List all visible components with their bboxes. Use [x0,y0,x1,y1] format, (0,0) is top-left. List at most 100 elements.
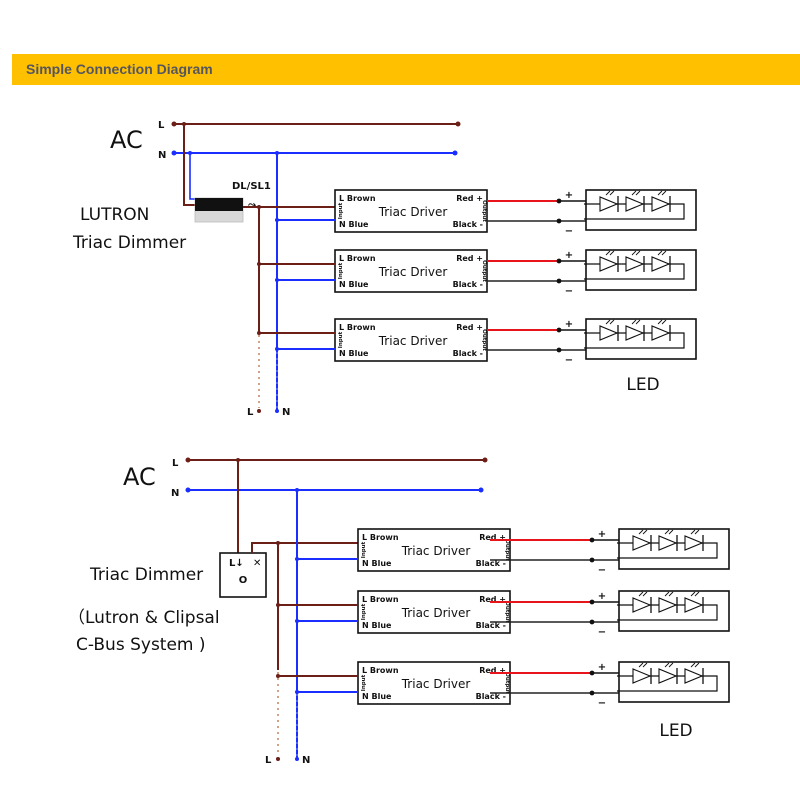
led-light-arrow [657,190,663,196]
junction-dot [295,557,299,561]
ac-neutral-label: N [158,150,166,161]
led-light-arrow [631,319,637,325]
driver-title: Triac Driver [378,265,448,279]
led-light-arrow [690,591,696,597]
junction-dot [276,541,280,545]
led-diode-icon [658,668,678,684]
live-terminal-dot [185,457,191,463]
junction-dot [556,258,562,264]
junction-dot [556,327,562,333]
driver-title: Triac Driver [401,544,471,558]
driver-input-live-label: L Brown [339,254,376,263]
led-label: LED [626,375,659,395]
led-module-box [585,189,697,231]
bottom-neutral-label: N [282,407,290,418]
driver-output-negative-label: Black - [476,692,506,701]
junction-dot [556,278,562,284]
neutral-out-dot [295,757,299,761]
led-module-box [585,249,697,291]
driver-output-tag: Output [481,200,487,222]
page-title: Simple Connection Diagram [26,61,213,77]
neutral-terminal-dot [171,150,177,156]
led-module [584,189,697,231]
led-module-box [618,528,730,570]
minus-label: − [565,355,573,366]
bottom-neutral-label: N [302,755,310,766]
led-light-arrow [638,662,644,668]
led-light-arrow [635,190,641,196]
led-light-arrow [657,319,663,325]
junction-dot [188,151,192,155]
led-light-arrow [609,319,615,325]
led-light-arrow [605,190,611,196]
junction-dot [589,557,595,563]
driver-input-live-label: L Brown [362,595,399,604]
driver-input-neutral-label: N Blue [339,220,369,229]
led-diode-icon [599,256,619,272]
dimmer-symbol-icon: ✕ [253,558,261,569]
led-light-arrow [635,319,641,325]
led-diode-icon [625,196,645,212]
led-light-arrow [609,250,615,256]
triac-dimmer-box [219,552,267,598]
junction-dot [556,218,562,224]
led-diode-icon [658,535,678,551]
dimmer-type-label: Triac Dimmer [72,233,186,253]
driver-output-tag: Output [481,329,487,351]
driver-output-positive-label: Red + [456,254,483,263]
driver-output-positive-label: Red + [479,533,506,542]
header-banner: Simple Connection Diagram [12,54,800,85]
driver-output-negative-label: Black - [453,220,483,229]
led-light-arrow [642,529,648,535]
minus-label: − [598,565,606,576]
led-light-arrow [690,529,696,535]
driver-box [334,189,488,233]
led-diode-icon [625,256,645,272]
dimmer-note-line1: （Lutron & Clipsal [68,608,220,628]
led-light-arrow [642,591,648,597]
live-out-dot [257,409,261,413]
driver-input-neutral-label: N Blue [362,692,392,701]
led-module-box [585,318,697,360]
driver-input-tag: Input [338,202,344,219]
driver-title: Triac Driver [378,205,448,219]
neutral-to-dimmer-wire [189,153,196,200]
led-diode-icon [684,597,704,613]
minus-label: − [598,627,606,638]
junction-dot [295,488,299,492]
ac-label: AC [110,126,143,154]
driver-input-tag: Input [338,262,344,279]
led-diode-icon [632,597,652,613]
driver-box [334,318,488,362]
driver-box [334,249,488,293]
ac-live-label: L [158,120,165,131]
led-diode-icon [651,196,671,212]
live-end-dot [482,457,488,463]
neutral-out-dot [275,409,279,413]
junction-dot [556,347,562,353]
triac-driver [334,189,488,233]
driver-output-tag: Output [504,601,510,623]
driver-input-tag: Input [361,674,367,691]
led-light-arrow [661,250,667,256]
junction-dot [236,458,240,462]
triac-driver [357,528,511,572]
live-out-dot [276,757,280,761]
led-diode-icon [625,325,645,341]
live-end-dot [455,121,461,127]
driver-output-positive-label: Red + [456,323,483,332]
minus-label: − [598,698,606,709]
led-light-arrow [664,591,670,597]
driver-input-live-label: L Brown [339,194,376,203]
plus-label: + [565,250,573,261]
led-module [617,661,730,703]
bottom-live-label: L [265,755,272,766]
dimmer-terminal-label: DL/SL1 [232,181,271,192]
led-light-arrow [661,319,667,325]
led-light-arrow [668,591,674,597]
led-diode-icon [651,325,671,341]
driver-box [357,661,511,705]
driver-input-live-label: L Brown [362,533,399,542]
driver-output-positive-label: Red + [479,666,506,675]
led-light-arrow [631,250,637,256]
